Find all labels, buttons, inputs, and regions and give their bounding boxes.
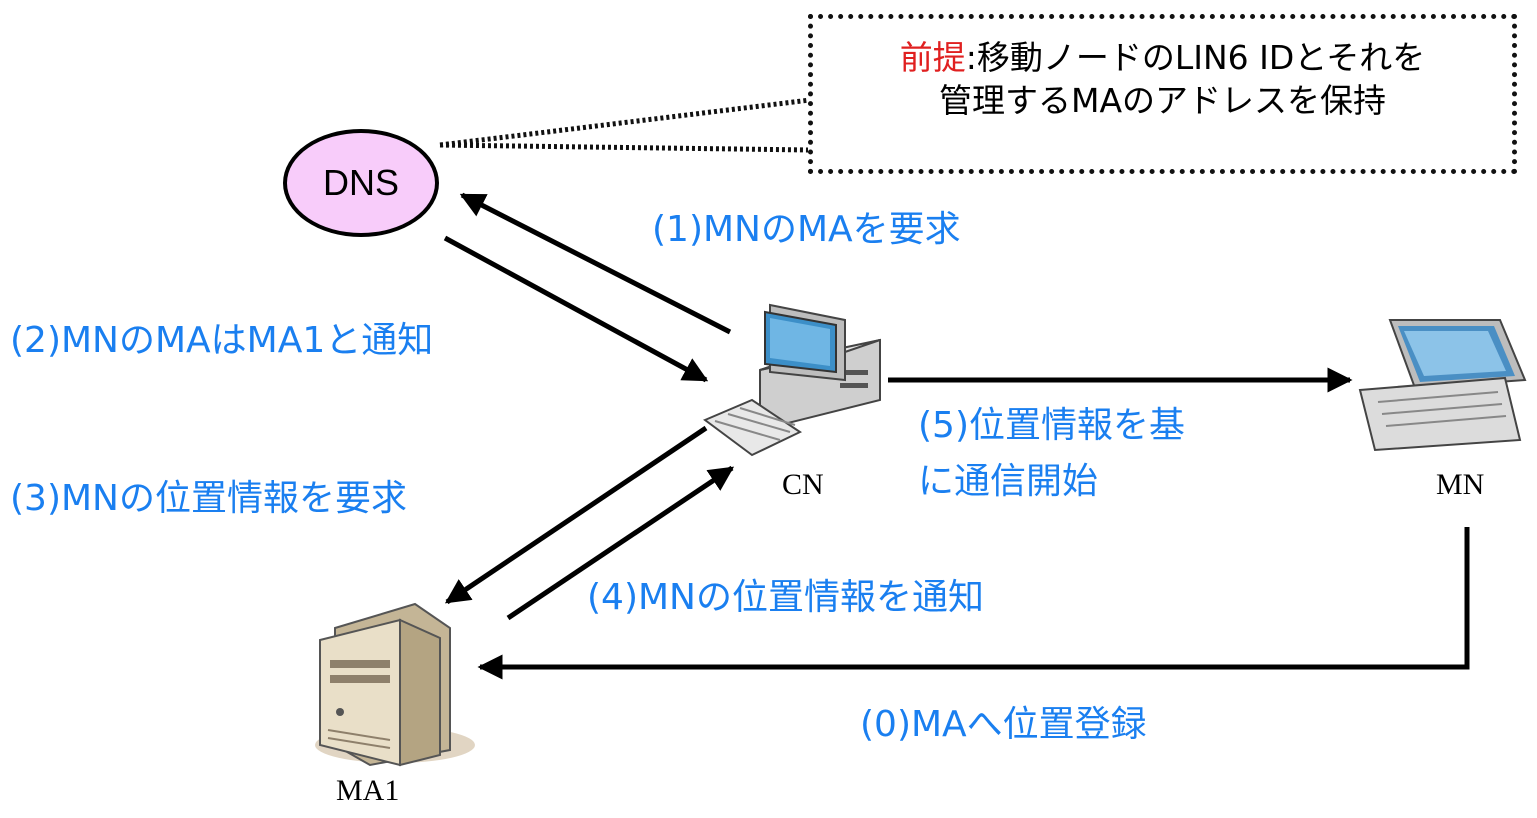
premise-line-2: 管理するMAのアドレスを保持 <box>938 80 1387 120</box>
premise-text-1: 移動ノードのLIN6 IDとそれを <box>976 38 1426 77</box>
arrow-2-dns-to-cn <box>443 235 709 383</box>
premise-separator: : <box>965 38 977 77</box>
laptop-icon <box>1358 319 1527 452</box>
step-1-label: (1)MNのMAを要求 <box>652 209 961 250</box>
arrow-3-cn-to-ma1 <box>444 425 708 605</box>
step-0-label: (0)MAへ位置登録 <box>860 704 1147 745</box>
arrow-4-ma1-to-cn <box>506 465 735 621</box>
arrow-0-mn-to-ma1 <box>477 527 1470 680</box>
desktop-computer-icon <box>703 303 881 457</box>
callout-connector <box>439 97 811 153</box>
mn-label: MN <box>1436 468 1485 501</box>
step-5-label-line-1: (5)位置情報を基 <box>918 405 1185 446</box>
premise-callout: 前提:移動ノードのLIN6 IDとそれを 管理するMAのアドレスを保持 <box>808 14 1517 174</box>
dns-label: DNS <box>322 162 399 203</box>
cn-label: CN <box>782 468 824 501</box>
arrow-1-cn-to-dns <box>459 192 732 335</box>
step-3-label: (3)MNの位置情報を要求 <box>10 478 407 519</box>
tower-server-icon <box>315 602 475 767</box>
step-5-label-line-2: に通信開始 <box>918 461 1099 502</box>
dns-node: DNS <box>283 129 439 237</box>
step-2-label: (2)MNのMAはMA1と通知 <box>10 320 434 361</box>
ma1-label: MA1 <box>336 774 400 807</box>
premise-line-1: 前提:移動ノードのLIN6 IDとそれを <box>813 37 1512 80</box>
step-4-label: (4)MNの位置情報を通知 <box>587 577 984 618</box>
premise-highlight: 前提 <box>899 38 966 77</box>
